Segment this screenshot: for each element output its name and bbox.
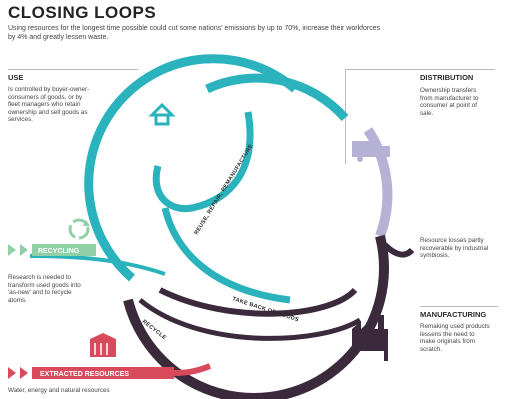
manufacturing-heading: MANUFACTURING <box>420 310 487 319</box>
resource-loss-hook <box>382 242 415 258</box>
diagram-title: CLOSING LOOPS <box>8 3 157 22</box>
recycling-heading: RECYCLING <box>38 248 80 255</box>
reuse-repair-loop <box>152 111 254 213</box>
extracted-resources-banner <box>8 363 212 379</box>
use-outer-arc <box>84 54 298 282</box>
use-top-arc <box>205 73 349 121</box>
recycling-teal-path <box>29 254 166 276</box>
recycling-banner <box>8 244 96 256</box>
house-icon <box>148 102 176 126</box>
use-description: Is controlled by buyer-owner-consumers o… <box>8 86 90 124</box>
mine-cart-icon <box>90 333 116 357</box>
diagram-subtitle: Using resources for the longest time pos… <box>8 25 381 41</box>
truck-icon <box>352 141 390 162</box>
extracted-resources-description: Water, energy and natural resources <box>8 387 110 394</box>
manufacturing-outer-arc <box>123 234 389 399</box>
factory-icon <box>352 315 388 361</box>
distribution-rule <box>345 69 495 70</box>
reuse-repair-label: REUSE, REPAIR, REMANUFACTURE <box>194 143 255 236</box>
use-heading: USE <box>8 73 24 82</box>
use-rule <box>8 69 138 70</box>
manufacturing-rule <box>420 306 498 307</box>
recycling-description: Research is needed to transform used goo… <box>8 274 81 304</box>
resource-losses-description: Resource losses partly recoverable by in… <box>420 237 489 260</box>
distribution-description: Ownership transfers from manufacturer to… <box>420 87 479 117</box>
extracted-resources-heading: EXTRACTED RESOURCES <box>40 371 129 378</box>
take-back-purple-path <box>158 287 358 317</box>
recycle-purple-path <box>138 298 362 341</box>
recycle-icon <box>68 218 90 240</box>
take-back-teal-path <box>161 207 291 304</box>
manufacturing-description: Remaking used products lessens the need … <box>420 323 490 353</box>
distribution-heading: DISTRIBUTION <box>420 73 474 82</box>
